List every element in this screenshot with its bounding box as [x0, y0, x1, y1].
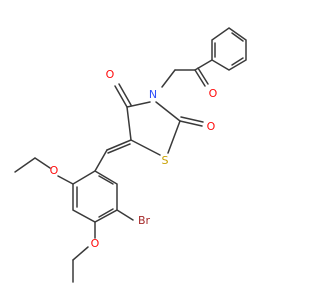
ring-c2-s-bond	[167, 120, 181, 154]
ring-s-c5-bond	[130, 139, 161, 156]
oxygen-label-top: O	[106, 68, 115, 81]
oxygen-label-ring: O	[207, 120, 216, 133]
exocyclic-double-bond-b	[107, 143, 131, 154]
n-methylene-bond	[161, 69, 176, 88]
keto-double-bond-b	[197, 67, 209, 85]
bond-lines	[14, 27, 247, 283]
keto-double-bond-a	[194, 69, 206, 87]
phenyl-ring	[211, 27, 247, 71]
sulfur-label: S	[162, 154, 169, 167]
oxygen-label-ethoxy-lower: O	[91, 237, 100, 250]
oxygen-label-ethoxy-upper: O	[50, 164, 59, 177]
ring-c4-n-bond	[126, 101, 151, 108]
molecule-diagram: O N O O S O O Br	[14, 27, 247, 283]
exocyclic-double-bond-a	[106, 139, 132, 151]
oxygen-label-keto: O	[209, 87, 218, 100]
ring-c5-c4-bond	[126, 106, 132, 141]
structure-drawing: O N O O S O O Br	[14, 27, 247, 283]
ring-n-c2-bond	[155, 101, 181, 122]
benzylidene-ring	[72, 170, 118, 223]
bromine-label: Br	[138, 214, 151, 227]
nitrogen-label: N	[149, 88, 157, 101]
